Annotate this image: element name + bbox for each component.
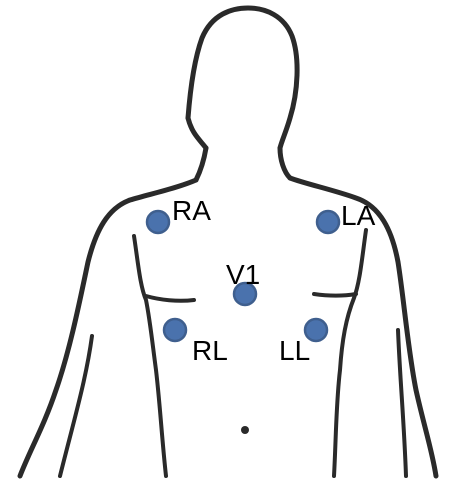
label-ra: RA [172, 195, 211, 226]
neck-left [196, 148, 206, 180]
label-rl: RL [192, 335, 228, 366]
label-la: LA [341, 200, 376, 231]
left-inner-arm [134, 236, 166, 476]
neck-right [280, 148, 290, 178]
electrode-ra [147, 211, 169, 233]
left-pectoral-line [146, 296, 194, 301]
electrode-la [317, 211, 339, 233]
head-outline [188, 8, 297, 148]
jaw-outline-left [188, 118, 206, 148]
right-inner-arm [334, 230, 366, 476]
electrode-rl [164, 319, 186, 341]
right-arm-crease [398, 330, 406, 476]
label-v1: V1 [226, 259, 260, 290]
right-pectoral-line [314, 294, 356, 296]
navel-mark [241, 426, 249, 434]
label-ll: LL [279, 335, 310, 366]
